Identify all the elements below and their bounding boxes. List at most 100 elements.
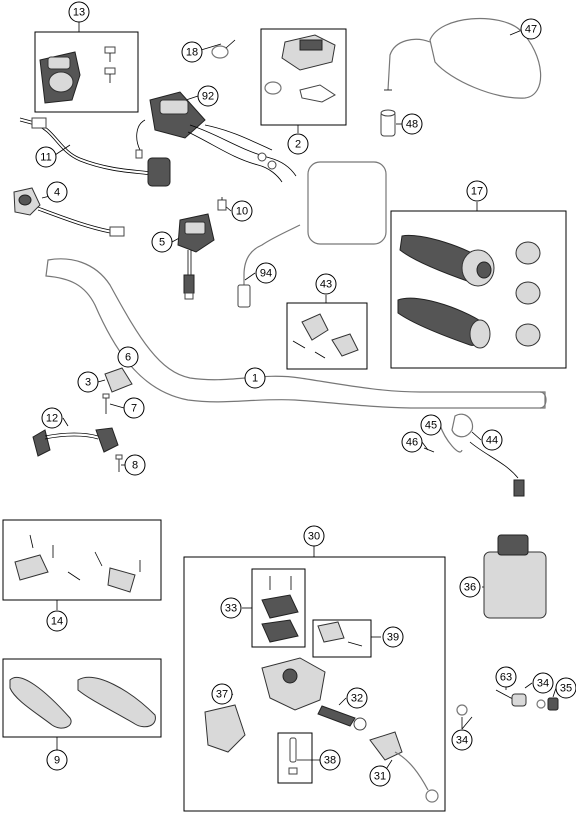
callout-c13: 13	[68, 1, 90, 23]
callout-c30: 30	[303, 525, 325, 547]
callout-circle	[532, 672, 554, 694]
callout-c46: 46	[401, 431, 423, 453]
callout-number: 1	[252, 373, 258, 385]
callout-number: 46	[406, 437, 418, 449]
switch-4	[13, 187, 125, 237]
lever-31	[369, 731, 439, 803]
callout-circle	[346, 687, 368, 709]
callout-c63: 63	[495, 666, 517, 688]
callout-circle	[382, 626, 404, 648]
callout-circle	[520, 18, 542, 40]
callout-number: 47	[525, 24, 537, 36]
callout-number: 7	[131, 403, 137, 415]
callout-c92: 92	[197, 85, 219, 107]
callout-circle	[41, 407, 63, 429]
callout-c17: 17	[466, 180, 488, 202]
callout-circle	[46, 181, 68, 203]
callout-c45: 45	[420, 414, 442, 436]
callout-circle	[244, 367, 266, 389]
callout-circle	[35, 146, 57, 168]
clamp-43	[292, 313, 359, 359]
callout-circle	[459, 576, 481, 598]
callout-circle	[151, 231, 173, 253]
callout-c12: 12	[41, 407, 63, 429]
callout-number: 12	[46, 413, 58, 425]
wiring-harness-11	[19, 117, 171, 187]
callout-c9: 9	[46, 749, 68, 771]
grips-17	[397, 234, 541, 349]
pin-38	[288, 737, 298, 775]
nut-48	[380, 109, 396, 137]
group-box-9	[2, 658, 162, 738]
group-box-43	[286, 302, 368, 370]
clamp-39	[317, 621, 363, 647]
callout-circle	[287, 133, 309, 155]
callout-c1: 1	[244, 367, 266, 389]
callout-c38: 38	[319, 749, 341, 771]
callout-c5: 5	[151, 231, 173, 253]
callout-circle	[68, 1, 90, 23]
callout-c14: 14	[46, 610, 68, 632]
callout-number: 45	[425, 420, 437, 432]
callout-c44: 44	[481, 429, 503, 451]
callout-number: 43	[320, 279, 332, 291]
callout-circle	[401, 113, 423, 135]
callout-circle	[117, 346, 139, 368]
callout-c31: 31	[369, 765, 391, 787]
callout-c3: 3	[77, 371, 99, 393]
callout-circle	[77, 371, 99, 393]
callout-number: 44	[486, 435, 498, 447]
callout-number: 94	[260, 268, 272, 280]
callout-c8: 8	[124, 454, 146, 476]
callout-number: 63	[500, 672, 512, 684]
callout-c33: 33	[220, 597, 242, 619]
callout-circle	[420, 414, 442, 436]
callout-circle	[315, 273, 337, 295]
switch-assembly-5	[177, 213, 215, 300]
callout-number: 5	[159, 237, 165, 249]
callout-circle	[495, 666, 517, 688]
handguard-brackets-14	[14, 534, 141, 593]
switch-10	[217, 197, 227, 211]
callout-number: 10	[236, 206, 248, 218]
group-box-30	[183, 556, 446, 812]
callout-circle	[255, 262, 277, 284]
callout-c34a: 34	[532, 672, 554, 694]
callout-number: 4	[54, 187, 60, 199]
callout-c32: 32	[346, 687, 368, 709]
callout-number: 17	[471, 186, 483, 198]
callout-circle	[46, 610, 68, 632]
callout-c37: 37	[211, 683, 233, 705]
callout-number: 31	[374, 771, 386, 783]
callout-number: 32	[351, 693, 363, 705]
callout-circle	[401, 431, 423, 453]
fluid-bottle-36	[483, 534, 547, 619]
callout-number: 35	[560, 683, 572, 695]
piston-32	[317, 705, 367, 731]
callout-number: 37	[216, 689, 228, 701]
callout-circle	[181, 41, 203, 63]
callout-circle	[481, 429, 503, 451]
bolt-8	[115, 454, 123, 472]
callout-c36: 36	[459, 576, 481, 598]
callout-number: 9	[54, 755, 60, 767]
callout-circle	[451, 729, 473, 751]
group-box-38	[277, 732, 313, 784]
callout-number: 92	[202, 91, 214, 103]
callout-number: 8	[132, 460, 138, 472]
banjo-parts-63-34-35	[456, 689, 559, 716]
callout-circle	[123, 397, 145, 419]
callout-circle	[319, 749, 341, 771]
callout-c48: 48	[401, 113, 423, 135]
handlebar-part	[45, 258, 547, 409]
callout-number: 38	[324, 755, 336, 767]
callout-circle	[197, 85, 219, 107]
callout-c10: 10	[231, 200, 253, 222]
callout-circle	[231, 200, 253, 222]
callout-number: 36	[464, 582, 476, 594]
callout-number: 3	[85, 377, 91, 389]
cable-tie-18	[211, 39, 236, 59]
callout-circle	[555, 677, 576, 699]
callout-number: 6	[125, 352, 131, 364]
group-box-39	[312, 619, 372, 658]
